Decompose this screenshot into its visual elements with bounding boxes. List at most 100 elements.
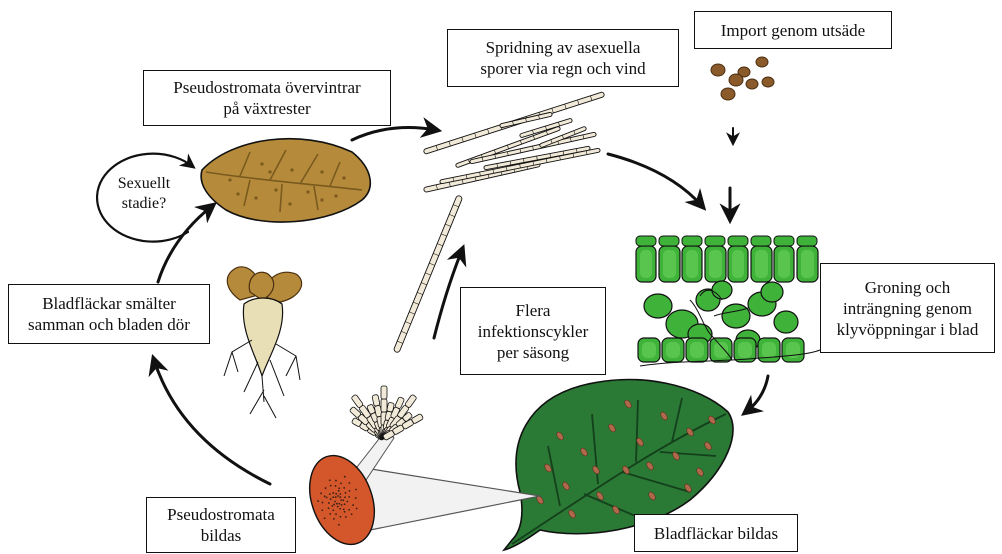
lesion-dot: [325, 487, 327, 489]
beet-root-icon: [224, 267, 302, 418]
lesion-dot: [349, 490, 351, 492]
leaf-spot: [288, 202, 291, 205]
lesion-dot: [330, 485, 332, 487]
lesion-dot: [356, 508, 358, 510]
lesion-dot: [335, 493, 337, 495]
spore: [440, 148, 601, 184]
leaf-cell-cap: [682, 236, 702, 246]
lesion-dot: [345, 492, 347, 494]
leaf-cross-section-icon: [636, 236, 820, 366]
lesion-dot: [326, 497, 328, 499]
arrow-spores-to-cells: [608, 154, 702, 206]
lesion-dot: [324, 517, 326, 519]
lesion-dot: [351, 513, 353, 515]
lesion-dot: [341, 504, 343, 506]
leaf-spot: [290, 168, 293, 171]
lesion-dot: [336, 503, 338, 505]
lesion-dot: [348, 496, 350, 498]
lesion-dot: [338, 524, 340, 526]
label-sexual-stage: Sexuellt stadie?: [92, 152, 196, 236]
leaf-spot: [306, 190, 309, 193]
lesion-dot: [339, 493, 341, 495]
lesion-dot: [329, 493, 331, 495]
leaf-cell-cap: [659, 236, 679, 246]
lesion-dot: [333, 504, 335, 506]
dead-leaf-icon: [201, 139, 370, 222]
lesion-dot: [342, 499, 344, 501]
lesion-dot: [352, 504, 354, 506]
leaf-cell: [761, 282, 783, 302]
lesion-dot: [340, 499, 342, 501]
leaf-cell-cap: [728, 236, 748, 246]
leaf-cell: [774, 311, 798, 333]
lesion-dot: [339, 496, 341, 498]
lesion-dot: [335, 513, 337, 515]
lesion-dot: [333, 518, 335, 520]
arrow-leaf-to-spores: [352, 128, 436, 140]
label-spread: Spridning av asexuella sporer via regn o…: [447, 29, 679, 87]
leaf-cell-cap: [751, 236, 771, 246]
seed: [746, 79, 758, 89]
lesion-dot: [324, 495, 326, 497]
arrow-lesion-to-merge: [154, 360, 270, 484]
arrow-cells-to-leaf: [746, 376, 768, 412]
lesion-dot: [332, 492, 334, 494]
label-merge: Bladfläckar smälter samman och bladen dö…: [8, 284, 210, 344]
lesion-dot: [331, 505, 333, 507]
lesion-dot: [339, 508, 341, 510]
leaf-spot: [320, 170, 323, 173]
lesion-dot: [335, 485, 337, 487]
lesion-dot: [320, 492, 322, 494]
leaf-spot: [268, 170, 271, 173]
lesion-dot: [344, 496, 346, 498]
seed: [729, 74, 743, 86]
lesion-dot: [338, 490, 340, 492]
seed: [721, 88, 735, 100]
spore: [500, 112, 553, 128]
seed: [756, 57, 768, 67]
lesion-dot: [343, 487, 345, 489]
lesion-dot: [337, 495, 339, 497]
lesion-dot: [328, 502, 330, 504]
label-germination: Groning och inträngning genom klyvöppnin…: [820, 263, 995, 353]
leaf-spot: [342, 176, 345, 179]
lesion-dot: [337, 506, 339, 508]
seed: [711, 64, 725, 76]
lesion-dot: [322, 502, 324, 504]
lesion-dot: [338, 503, 340, 505]
lesion-dot: [332, 496, 334, 498]
leaf-cell: [712, 281, 732, 299]
lesion-dot: [334, 501, 336, 503]
label-import: Import genom utsäde: [694, 11, 892, 49]
seeds-icon: [711, 57, 774, 100]
lesion-dot: [338, 487, 340, 489]
lesion-dot: [335, 480, 337, 482]
conidiophores-icon: [349, 386, 423, 441]
leaf-spot: [320, 198, 323, 201]
leaf-spot: [236, 192, 239, 195]
lesion-dot: [321, 509, 323, 511]
lesion-dot: [339, 516, 341, 518]
arrow-cycles-up: [434, 250, 462, 338]
lesion-dot: [344, 511, 346, 513]
leaf-spot: [260, 162, 263, 165]
leaf-cell-cap: [705, 236, 725, 246]
lesion-dot: [329, 479, 331, 481]
lesion-dot: [328, 507, 330, 509]
lesion-dot: [344, 476, 346, 478]
lesion-dot: [348, 509, 350, 511]
asexual-spores-icon: [423, 92, 605, 193]
leaf-cell: [722, 304, 750, 328]
label-overwinter: Pseudostromata övervintrar på växtrester: [143, 70, 391, 126]
label-pseudostromata-form: Pseudostromata bildas: [146, 497, 296, 553]
leaf-cell-cap: [636, 236, 656, 246]
leaf-cell-cap: [774, 236, 794, 246]
lesion-dot: [344, 503, 346, 505]
leaf-cell: [644, 294, 672, 318]
leaf-spot: [254, 196, 257, 199]
lesion-dot: [332, 509, 334, 511]
leaf-spot: [228, 178, 231, 181]
lesion-dot: [355, 489, 357, 491]
lesion-dot: [340, 483, 342, 485]
label-cycles: Flera infektionscykler per säsong: [460, 287, 606, 375]
